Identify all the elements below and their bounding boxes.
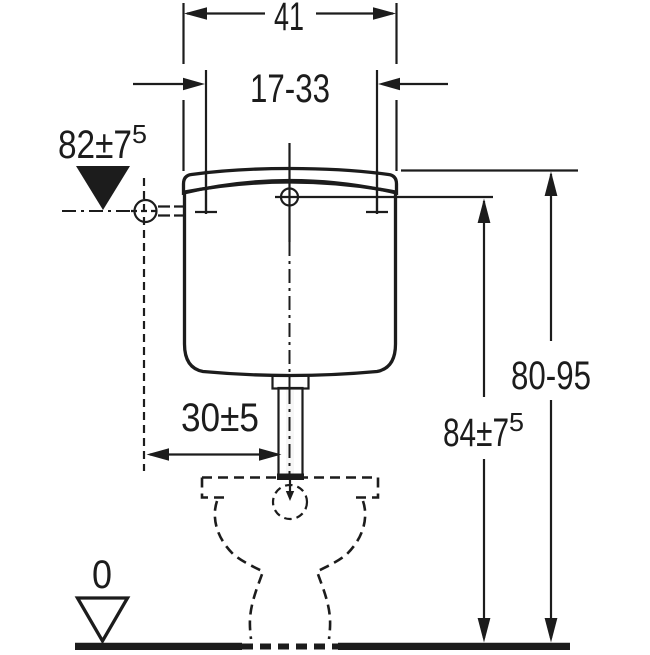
pipe-offset-label: 30±5 <box>181 396 259 440</box>
arrowhead-right-icon <box>259 448 282 461</box>
arrowhead-right-icon <box>373 7 396 20</box>
mount-spacing-label: 17-33 <box>250 67 330 111</box>
arrowhead-up-icon <box>544 171 558 196</box>
floor-datum-label: 0 <box>92 553 112 597</box>
bowl-right-ledge <box>354 477 380 499</box>
bowl-left-ledge <box>200 477 226 499</box>
inlet-arrowhead-icon <box>285 491 295 501</box>
dimension-cistern-width: 41 <box>182 0 398 171</box>
bowl-left-side <box>213 500 265 640</box>
install-height-label: 84±75 <box>443 407 524 455</box>
pipe-highlight <box>286 390 294 474</box>
height-range-label: 80-95 <box>511 354 591 398</box>
supply-height-label: 82±75 <box>58 119 147 167</box>
supply-level-datum: 82±75 <box>58 119 184 471</box>
arrowhead-down-icon <box>544 618 558 643</box>
cistern-width-label: 41 <box>274 0 304 39</box>
floor: 0 <box>74 553 570 651</box>
arrowhead-left-icon <box>378 77 400 91</box>
bowl-right-side <box>315 500 367 640</box>
arrowhead-right-icon <box>183 77 205 91</box>
filled-level-triangle-icon <box>76 166 130 210</box>
cistern <box>181 143 493 477</box>
dimension-pipe-offset: 30±5 <box>146 396 282 461</box>
dimension-height-range: 80-95 <box>401 169 591 643</box>
arrowhead-left-icon <box>184 7 207 20</box>
cistern-lid <box>181 166 399 196</box>
open-level-triangle-icon <box>74 596 131 645</box>
dimension-install-height: 84±75 <box>443 198 524 643</box>
toilet-bowl-outline <box>200 476 380 640</box>
arrowhead-up-icon <box>477 198 491 223</box>
arrowhead-down-icon <box>477 618 491 643</box>
arrowhead-left-icon <box>146 448 169 461</box>
flush-pipe <box>271 374 310 480</box>
